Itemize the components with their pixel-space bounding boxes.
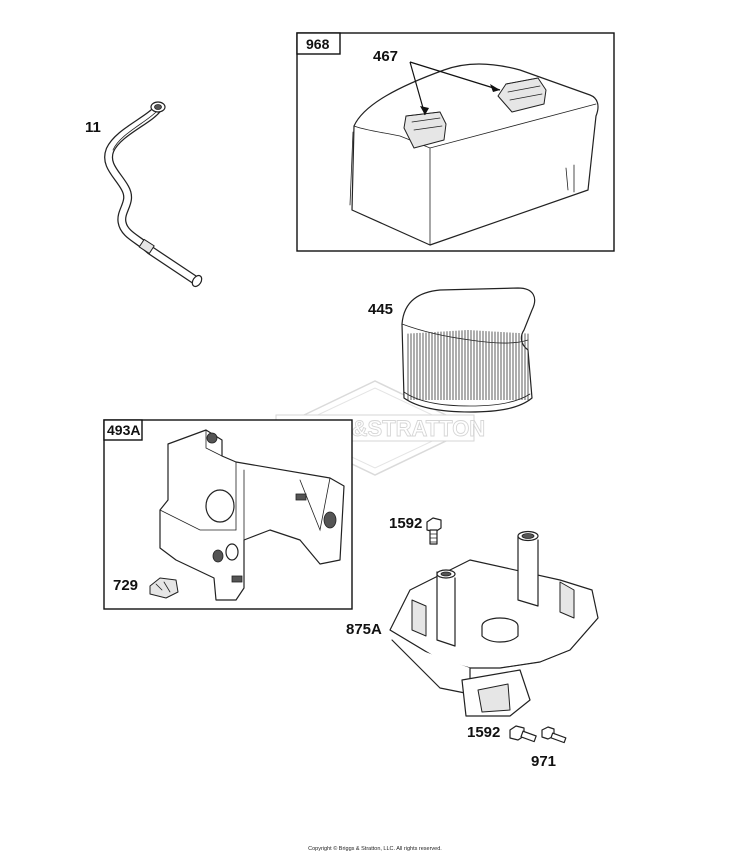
leader-467 xyxy=(409,61,501,116)
part-label-445: 445 xyxy=(368,301,393,318)
part-label-875a: 875A xyxy=(346,621,382,638)
part-label-1592-top: 1592 xyxy=(389,515,422,532)
part-label-729: 729 xyxy=(113,577,138,594)
filter-pleats xyxy=(407,330,529,400)
part-label-1592-bottom: 1592 xyxy=(467,724,500,741)
part-label-968: 968 xyxy=(306,36,330,52)
box-493a[interactable]: 493A 729 xyxy=(103,419,353,610)
bolt-1592-bottom[interactable]: 1592 xyxy=(467,724,537,743)
copyright-notice: Copyright © Briggs & Stratton, LLC. All … xyxy=(308,845,442,852)
box-493a-tag xyxy=(103,419,143,441)
clip-729[interactable] xyxy=(149,577,179,599)
knob-467-left[interactable] xyxy=(403,111,447,149)
screw-971[interactable]: 971 xyxy=(531,726,567,770)
box-968-tag xyxy=(296,32,341,55)
bolt-1592-top[interactable]: 1592 xyxy=(389,515,442,545)
tube-part-11[interactable]: 11 xyxy=(85,101,204,288)
knob-467-right[interactable] xyxy=(497,77,547,113)
part-label-467: 467 xyxy=(373,48,398,65)
part-label-11: 11 xyxy=(85,119,101,136)
part-label-971: 971 xyxy=(531,753,556,770)
part-label-493a: 493A xyxy=(107,422,140,438)
box-968[interactable]: 968 467 xyxy=(296,32,615,252)
mounting-bracket xyxy=(159,429,345,601)
air-filter-445[interactable]: 445 xyxy=(368,287,536,413)
air-cleaner-cover xyxy=(349,63,599,246)
air-cleaner-base-875a[interactable]: 875A xyxy=(346,530,599,717)
